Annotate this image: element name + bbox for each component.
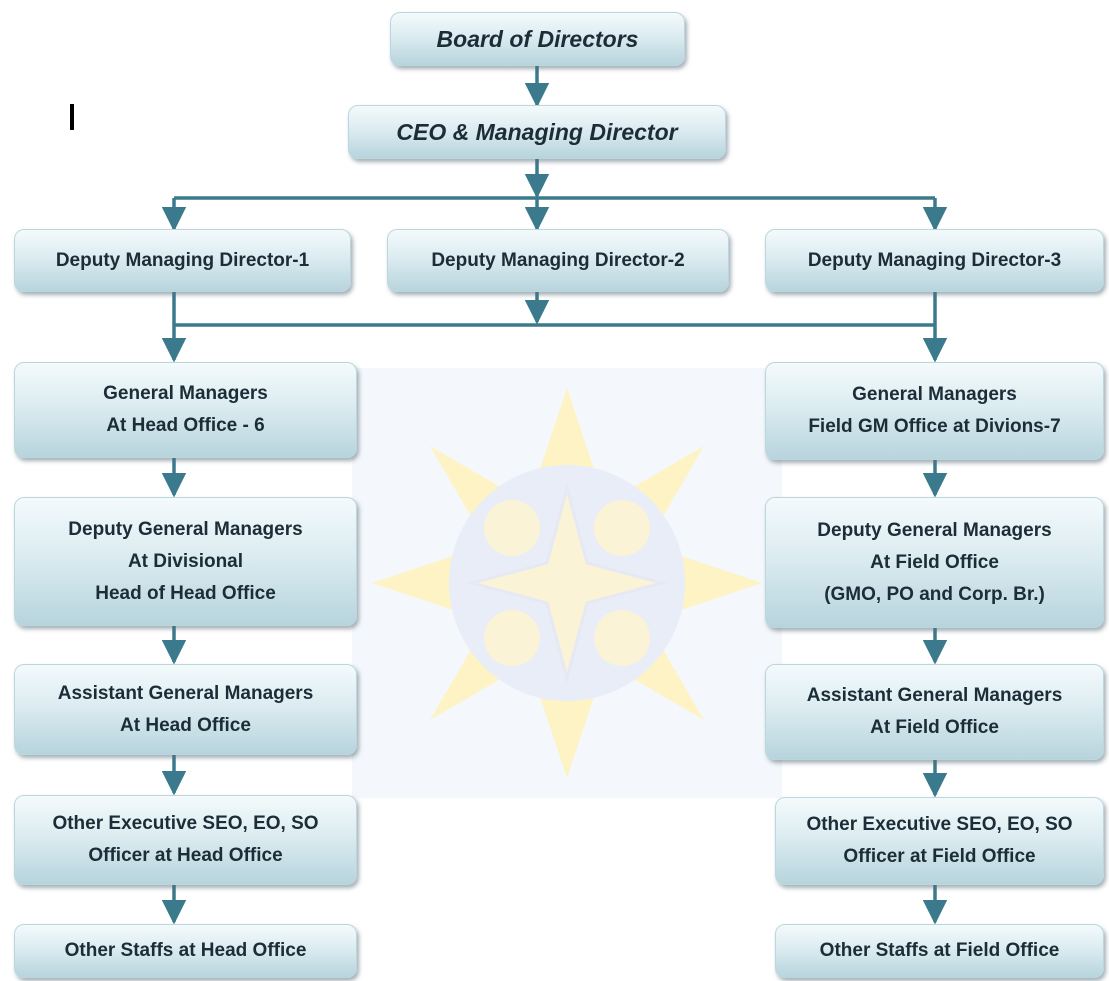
fo-other-staffs-box: Other Staffs at Field Office bbox=[775, 924, 1104, 978]
fo-dgm-line-1: Deputy General Managers bbox=[817, 519, 1052, 541]
fo-dgm-line-2: At Field Office bbox=[870, 551, 999, 573]
fo-gm-line-1: General Managers bbox=[852, 384, 1017, 405]
deputy-md-1-label: Deputy Managing Director-1 bbox=[55, 249, 310, 271]
fo-dgm-line-3: (GMO, PO and Corp. Br.) bbox=[824, 583, 1045, 605]
board-of-directors-box: Board of Directors bbox=[390, 12, 685, 66]
stray-mark bbox=[70, 104, 74, 130]
board-of-directors-label: Board of Directors bbox=[436, 26, 639, 52]
ho-other-executives-box: Other Executive SEO, EO, SO Officer at H… bbox=[14, 795, 357, 885]
deputy-md-2-box: Deputy Managing Director-2 bbox=[387, 229, 729, 292]
ho-staffs-label: Other Staffs at Head Office bbox=[64, 940, 307, 961]
ho-agm-line-1: Assistant General Managers bbox=[57, 682, 314, 704]
deputy-md-3-box: Deputy Managing Director-3 bbox=[765, 229, 1104, 292]
fo-exec-line-1: Other Executive SEO, EO, SO bbox=[806, 814, 1073, 835]
ho-dgm-line-3: Head of Head Office bbox=[95, 582, 276, 604]
fo-deputy-general-managers-box: Deputy General Managers At Field Office … bbox=[765, 497, 1104, 628]
fo-agm-line-2: At Field Office bbox=[870, 717, 999, 738]
fo-staffs-label: Other Staffs at Field Office bbox=[819, 940, 1060, 961]
deputy-md-2-label: Deputy Managing Director-2 bbox=[431, 249, 685, 271]
ho-other-staffs-box: Other Staffs at Head Office bbox=[14, 924, 357, 978]
sun-star-logo-icon bbox=[372, 388, 762, 778]
fo-other-executives-box: Other Executive SEO, EO, SO Officer at F… bbox=[775, 797, 1104, 885]
fo-agm-line-1: Assistant General Managers bbox=[806, 685, 1063, 706]
fo-general-managers-box: General Managers Field GM Office at Divi… bbox=[765, 362, 1104, 460]
ho-exec-line-2: Officer at Head Office bbox=[88, 845, 283, 866]
fo-assistant-general-managers-box: Assistant General Managers At Field Offi… bbox=[765, 664, 1104, 760]
ho-general-managers-box: General Managers At Head Office - 6 bbox=[14, 362, 357, 458]
watermark-logo bbox=[352, 368, 782, 798]
ceo-label: CEO & Managing Director bbox=[396, 119, 678, 145]
ho-dgm-line-1: Deputy General Managers bbox=[68, 518, 303, 540]
ho-dgm-line-2: At Divisional bbox=[127, 550, 244, 572]
fo-exec-line-2: Officer at Field Office bbox=[843, 846, 1036, 867]
ho-deputy-general-managers-box: Deputy General Managers At Divisional He… bbox=[14, 497, 357, 626]
ho-gm-line-2: At Head Office - 6 bbox=[106, 415, 265, 436]
deputy-md-1-box: Deputy Managing Director-1 bbox=[14, 229, 351, 292]
ho-agm-line-2: At Head Office bbox=[120, 714, 251, 736]
ho-assistant-general-managers-box: Assistant General Managers At Head Offic… bbox=[14, 664, 357, 755]
ceo-box: CEO & Managing Director bbox=[348, 105, 726, 159]
ho-exec-line-1: Other Executive SEO, EO, SO bbox=[52, 813, 319, 834]
deputy-md-3-label: Deputy Managing Director-3 bbox=[807, 249, 1062, 271]
ho-gm-line-1: General Managers bbox=[103, 383, 268, 404]
fo-gm-line-2: Field GM Office at Divions-7 bbox=[808, 416, 1061, 437]
